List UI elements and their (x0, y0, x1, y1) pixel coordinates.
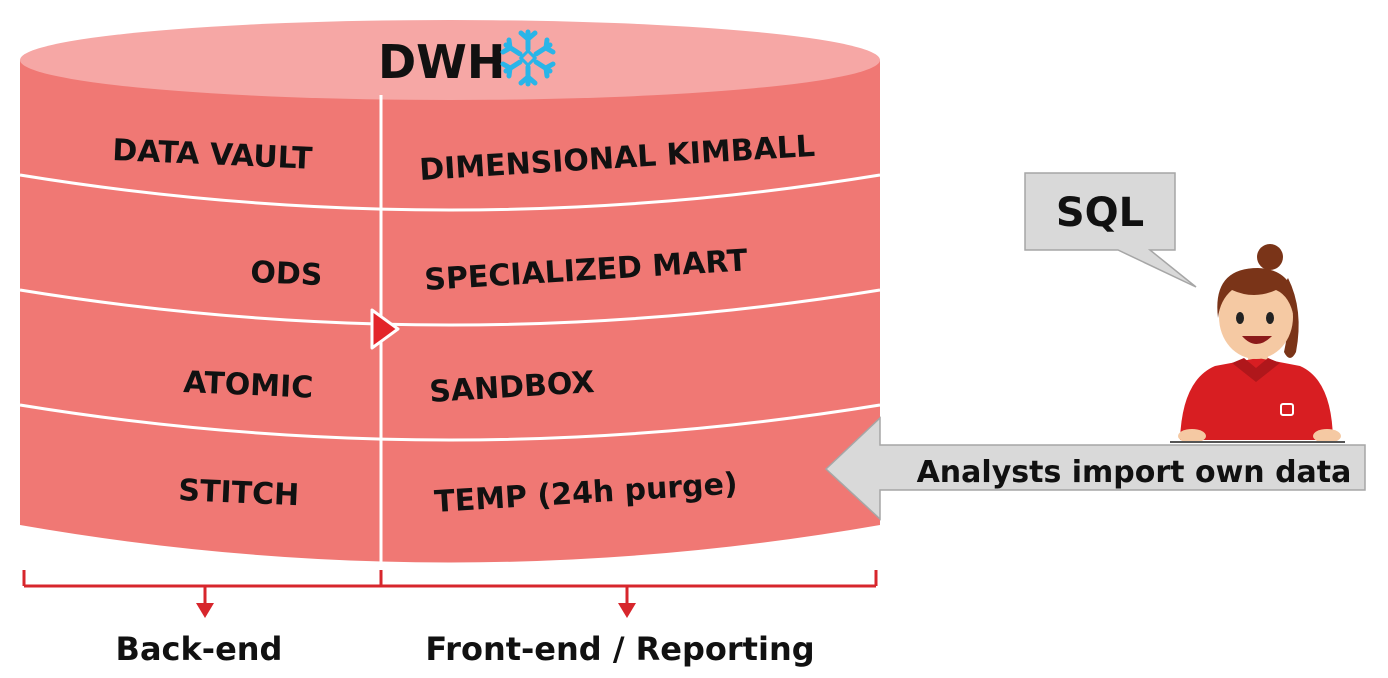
down-arrow-icon (196, 603, 214, 618)
import-label: Analysts import own data (917, 455, 1352, 490)
cylinder-body (20, 60, 880, 563)
sql-speech-bubble: SQL (1024, 172, 1197, 288)
flow-arrow-icon (370, 308, 400, 350)
down-arrow-icon (618, 603, 636, 618)
layer-label-left: STITCH (178, 473, 300, 513)
layer-label-left: DATA VAULT (112, 133, 314, 177)
layer-label-left: ATOMIC (183, 365, 314, 406)
dwh-cylinder (19, 20, 881, 563)
layer-label-left: ODS (250, 255, 323, 293)
sql-label: SQL (1056, 190, 1144, 236)
layer-divider (19, 403, 881, 442)
cylinder-top (20, 20, 880, 100)
frontend-label: Front-end / Reporting (425, 630, 814, 668)
backend-label: Back-end (116, 630, 283, 668)
layer-divider (19, 173, 881, 212)
snowflake-icon (500, 29, 556, 87)
analyst-woman-icon (1170, 244, 1345, 443)
dwh-title: DWH (378, 35, 505, 89)
import-callout-arrow: Analysts import own data (824, 416, 1366, 521)
layer-divider (19, 288, 881, 327)
bottom-bracket (22, 570, 878, 608)
